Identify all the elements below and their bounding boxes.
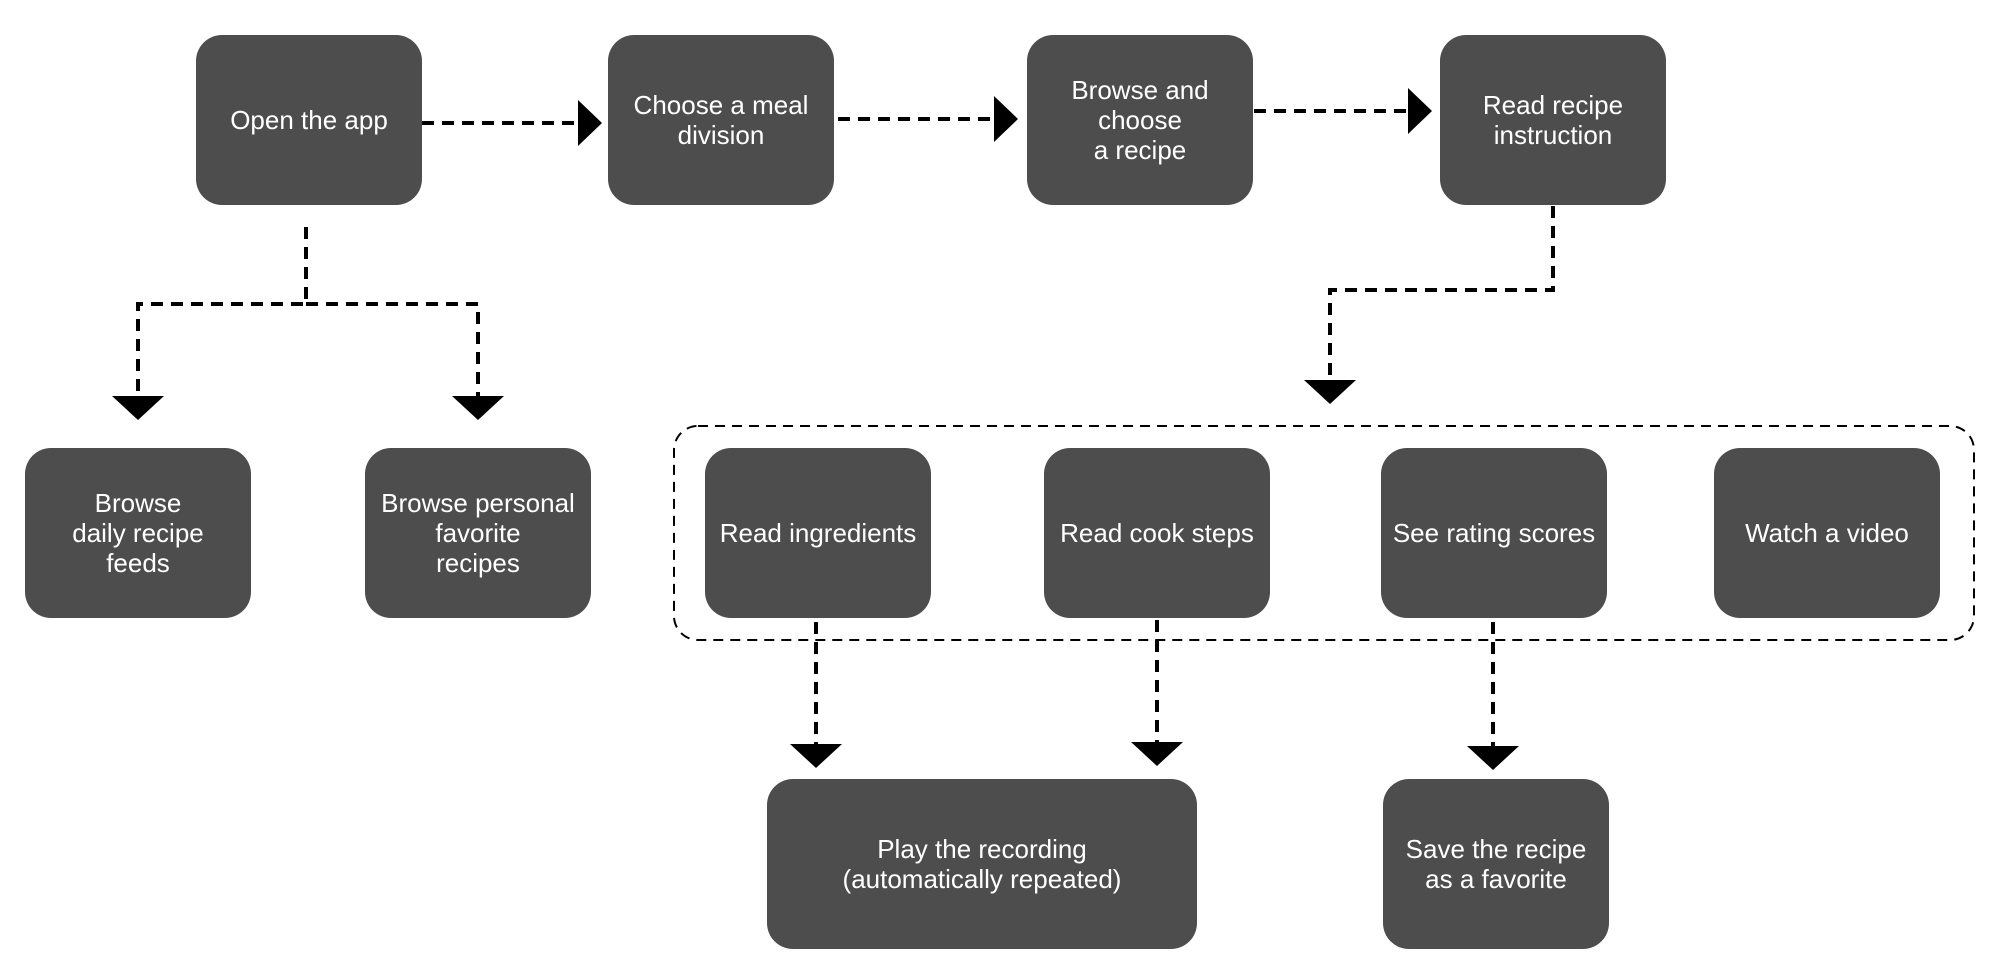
arrowhead-down-favorites xyxy=(452,396,504,420)
arrowhead-down-group xyxy=(1304,380,1356,404)
arrowhead-down-recording-left xyxy=(790,744,842,768)
node-read-cook-steps: Read cook steps xyxy=(1044,448,1270,618)
arrowhead-down-recording-right xyxy=(1131,742,1183,766)
node-browse-choose-recipe: Browse and choose a recipe xyxy=(1027,35,1253,205)
node-open-the-app: Open the app xyxy=(196,35,422,205)
node-browse-favorite-recipes: Browse personal favorite recipes xyxy=(365,448,591,618)
node-choose-meal-division: Choose a meal division xyxy=(608,35,834,205)
arrowhead-right-meal xyxy=(578,100,602,146)
arrowhead-right-instruction xyxy=(1408,88,1432,134)
node-browse-daily-feeds: Browse daily recipe feeds xyxy=(25,448,251,618)
node-play-the-recording: Play the recording (automatically repeat… xyxy=(767,779,1197,949)
connector-instruction-to-group xyxy=(1328,206,1555,380)
node-read-recipe-instruction: Read recipe instruction xyxy=(1440,35,1666,205)
arrowhead-down-favorite xyxy=(1467,746,1519,770)
arrowhead-right-browse xyxy=(994,96,1018,142)
instruction-options-group xyxy=(673,425,1975,641)
connector-branch-to-favorites xyxy=(306,302,480,396)
node-see-rating-scores: See rating scores xyxy=(1381,448,1607,618)
node-save-recipe-favorite: Save the recipe as a favorite xyxy=(1383,779,1609,949)
arrowhead-down-daily xyxy=(112,396,164,420)
node-read-ingredients: Read ingredients xyxy=(705,448,931,618)
node-watch-a-video: Watch a video xyxy=(1714,448,1940,618)
connector-open-to-branches xyxy=(136,227,308,396)
